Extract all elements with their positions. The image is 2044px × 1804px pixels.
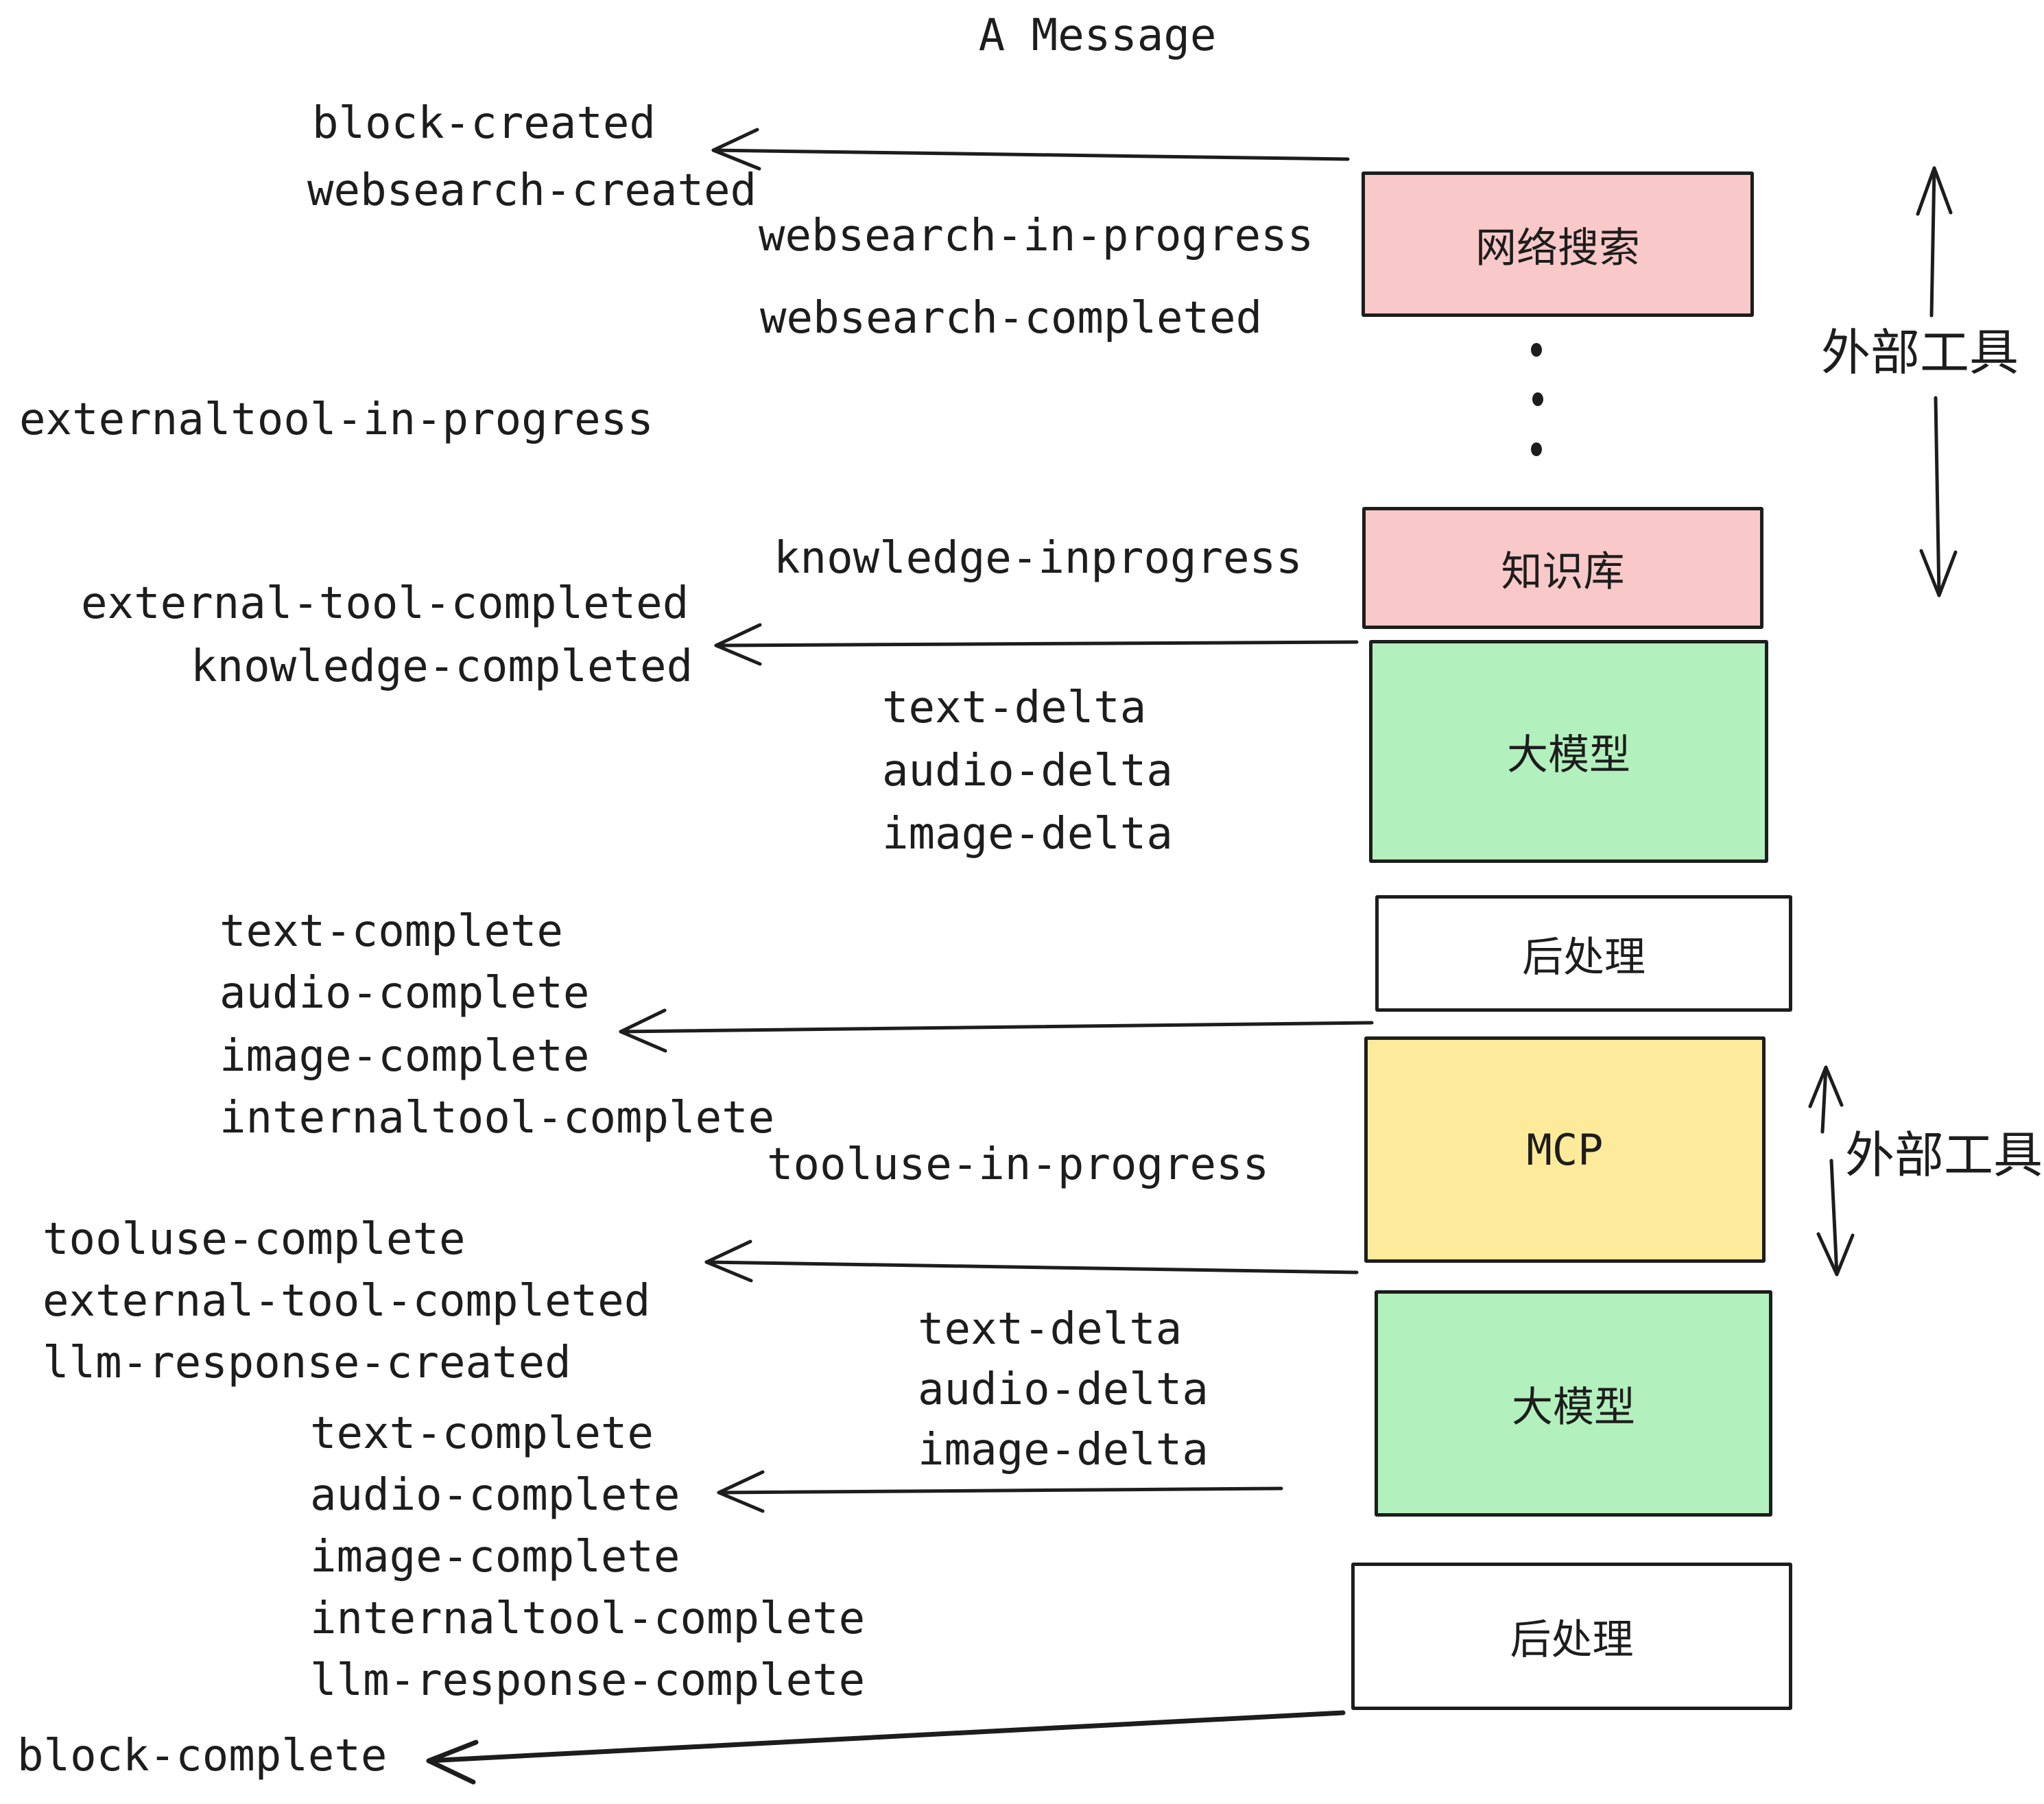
- box-knowledge-label: 知识库: [1501, 547, 1625, 596]
- arrow-block-complete: [426, 1710, 1346, 1785]
- box-llm-1: 大模型: [1369, 640, 1768, 863]
- event-websearch-completed: websearch-completed: [760, 293, 1263, 344]
- event-external-tool-completed-1: external-tool-completed: [81, 578, 689, 629]
- external-tools-bracket-top: [1916, 166, 1958, 597]
- box-websearch: 网络搜索: [1362, 171, 1754, 317]
- arrow-knowledge-completed: [714, 623, 1359, 666]
- box-postprocess-1-label: 后处理: [1522, 933, 1645, 982]
- event-text-complete-2: text-complete: [310, 1408, 654, 1459]
- box-postprocess-1: 后处理: [1375, 895, 1792, 1012]
- box-mcp-label: MCP: [1526, 1124, 1604, 1175]
- box-websearch-label: 网络搜索: [1475, 224, 1640, 272]
- event-tooluse-in-progress: tooluse-in-progress: [767, 1139, 1270, 1190]
- event-tooluse-complete: tooluse-complete: [43, 1214, 466, 1265]
- event-audio-complete-1: audio-complete: [219, 968, 590, 1019]
- event-image-delta-1: image-delta: [882, 809, 1173, 859]
- arrow-audio-complete: [717, 1470, 1283, 1513]
- box-mcp: MCP: [1364, 1036, 1766, 1263]
- box-llm-2-label: 大模型: [1512, 1383, 1635, 1432]
- event-external-tool-completed-2: external-tool-completed: [43, 1276, 651, 1327]
- event-knowledge-completed: knowledge-completed: [191, 641, 693, 692]
- external-tools-label-top: 外部工具: [1821, 324, 2019, 381]
- event-image-complete-1: image-complete: [219, 1031, 590, 1082]
- arrow-block-created: [711, 128, 1350, 171]
- external-tools-label-mcp: 外部工具: [1845, 1126, 2043, 1184]
- box-llm-2: 大模型: [1375, 1290, 1772, 1517]
- event-llm-response-complete: llm-response-complete: [310, 1655, 866, 1706]
- event-audio-delta-1: audio-delta: [882, 746, 1173, 796]
- box-postprocess-2-label: 后处理: [1510, 1616, 1634, 1664]
- box-postprocess-2: 后处理: [1351, 1563, 1792, 1710]
- event-text-delta-2: text-delta: [918, 1304, 1183, 1355]
- box-knowledge: 知识库: [1362, 507, 1763, 629]
- event-image-delta-2: image-delta: [918, 1425, 1209, 1475]
- ellipsis-dot: [1531, 343, 1542, 357]
- event-audio-complete-2: audio-complete: [310, 1470, 680, 1521]
- event-internaltool-complete-1: internaltool-complete: [219, 1093, 775, 1143]
- event-internaltool-complete-2: internaltool-complete: [310, 1593, 866, 1644]
- event-block-created: block-created: [312, 98, 656, 149]
- event-externaltool-in-progress: externaltool-in-progress: [19, 394, 654, 445]
- event-text-delta-1: text-delta: [882, 683, 1147, 733]
- event-block-complete: block-complete: [17, 1731, 388, 1781]
- event-knowledge-inprogress: knowledge-inprogress: [774, 533, 1303, 584]
- ellipsis-dot: [1532, 392, 1543, 406]
- box-llm-1-label: 大模型: [1507, 731, 1630, 779]
- arrow-tooluse-complete: [704, 1239, 1359, 1283]
- event-llm-response-created: llm-response-created: [43, 1338, 571, 1388]
- diagram-title: A Message: [978, 10, 1217, 61]
- arrow-image-complete: [619, 1008, 1374, 1053]
- event-audio-delta-2: audio-delta: [918, 1364, 1209, 1415]
- event-text-complete-1: text-complete: [219, 906, 563, 957]
- ellipsis-dot: [1531, 442, 1542, 456]
- event-websearch-created: websearch-created: [307, 165, 757, 216]
- event-image-complete-2: image-complete: [310, 1532, 680, 1582]
- event-websearch-in-progress: websearch-in-progress: [759, 211, 1314, 261]
